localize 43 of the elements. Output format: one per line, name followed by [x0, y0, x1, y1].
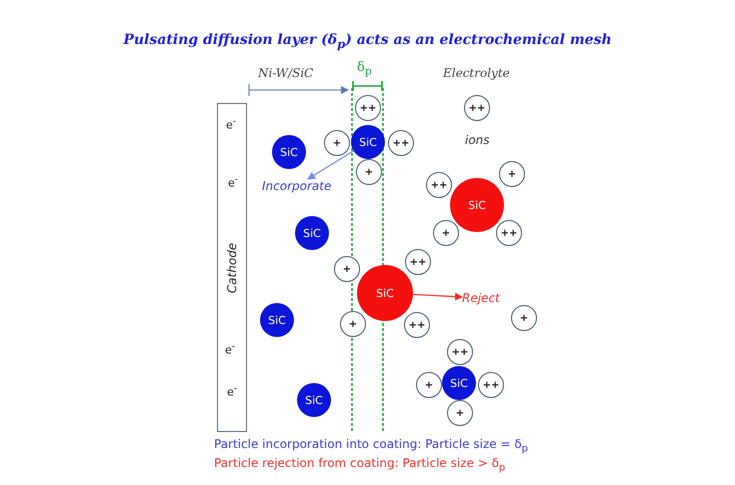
particle-circle: SiC	[351, 125, 385, 159]
particle-circle: SiC	[357, 265, 413, 321]
ion-circle: ++	[355, 95, 381, 121]
electron-label: e$^{-}$	[228, 174, 238, 190]
electron-label: e$^{-}$	[225, 341, 236, 357]
annotation-text: Incorporate	[262, 179, 332, 193]
annotation-text: Reject	[462, 291, 500, 305]
ion-circle: +	[340, 311, 366, 337]
ion-circle: +	[433, 220, 459, 246]
region-label: Electrolyte	[443, 66, 510, 80]
ion-circle: ++	[478, 372, 504, 398]
ion-circle: ++	[447, 339, 473, 365]
particle-circle: SiC	[272, 135, 306, 169]
particle-circle: SiC	[450, 178, 504, 232]
electrode-label: Cathode	[225, 242, 239, 293]
ion-circle: ++	[426, 172, 452, 198]
ion-circle: +	[499, 161, 525, 187]
layer-thickness-label: δ$_{p}$	[357, 60, 372, 78]
ion-circle: ++	[404, 312, 430, 338]
ions-label: ions	[465, 133, 490, 147]
ion-circle: +	[511, 305, 537, 331]
ion-circle: ++	[464, 95, 490, 121]
particle-circle: SiC	[442, 366, 476, 400]
ion-circle: +	[324, 130, 350, 156]
legend-sentence: Particle incorporation into coating: Particle size = δ$_{p}$	[214, 437, 528, 454]
arrow	[412, 292, 463, 301]
particle-circle: SiC	[295, 216, 329, 250]
legend-sentence: Particle rejection from coating: Particle size > δ$_{p}$	[214, 456, 506, 474]
region-label: Ni-W/SiC	[258, 66, 314, 80]
ion-circle: ++	[405, 249, 431, 275]
electron-label: e$^{-}$	[227, 383, 238, 399]
diagram-title: Pulsating diffusion layer (δ$_{p}$) acts as an electrochemical mesh	[122, 32, 613, 51]
particle-circle: SiC	[260, 303, 294, 337]
ion-circle: ++	[388, 130, 414, 156]
ion-circle: +	[334, 256, 360, 282]
ion-circle: +	[447, 400, 473, 426]
ion-circle: +	[416, 372, 442, 398]
ion-circle: +	[356, 159, 382, 185]
ion-circle: ++	[496, 220, 522, 246]
arrow	[307, 150, 354, 180]
electrode-box	[217, 103, 247, 432]
electron-label: e$^{-}$	[226, 116, 236, 132]
particle-circle: SiC	[297, 383, 331, 417]
